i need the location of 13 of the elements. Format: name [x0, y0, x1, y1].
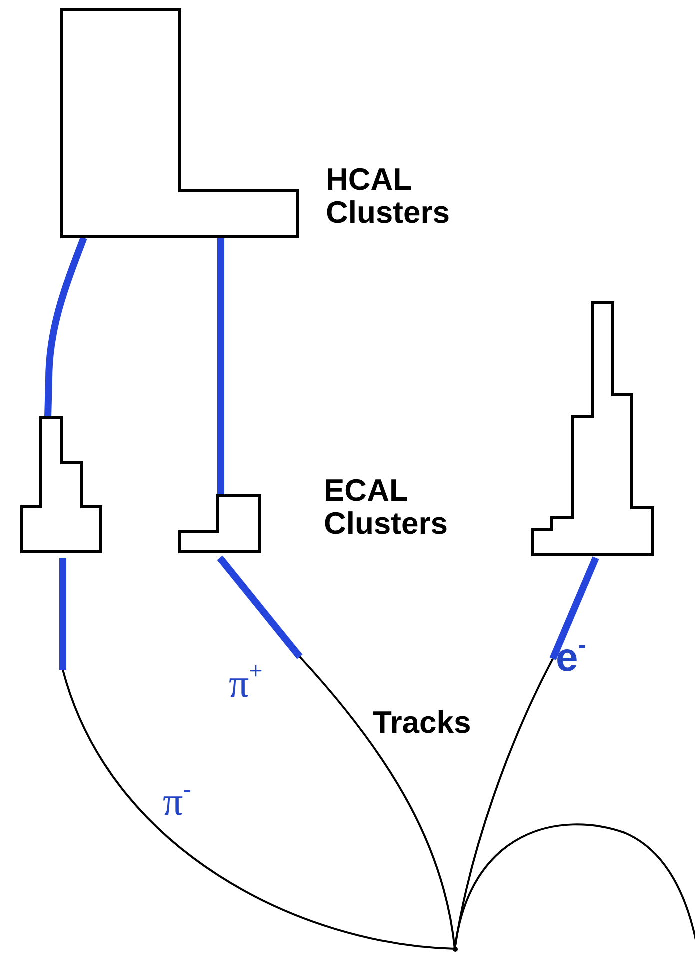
- track-curve: [62, 670, 456, 950]
- link-line: [218, 238, 224, 496]
- link-line: [44, 236, 88, 418]
- text-label: Tracks: [373, 706, 472, 739]
- particle-label: π$^{-}$: [163, 780, 192, 826]
- track-curve: [299, 656, 456, 950]
- cluster-label: HCAL Clusters: [326, 163, 452, 229]
- text-label: ECAL Clusters: [324, 474, 450, 540]
- particle-label: π$^{+}$: [229, 662, 263, 708]
- particle-label: e$^{-}$: [556, 636, 586, 682]
- link-line: [217, 556, 303, 660]
- link-line: [550, 556, 600, 660]
- link-line: [60, 558, 66, 670]
